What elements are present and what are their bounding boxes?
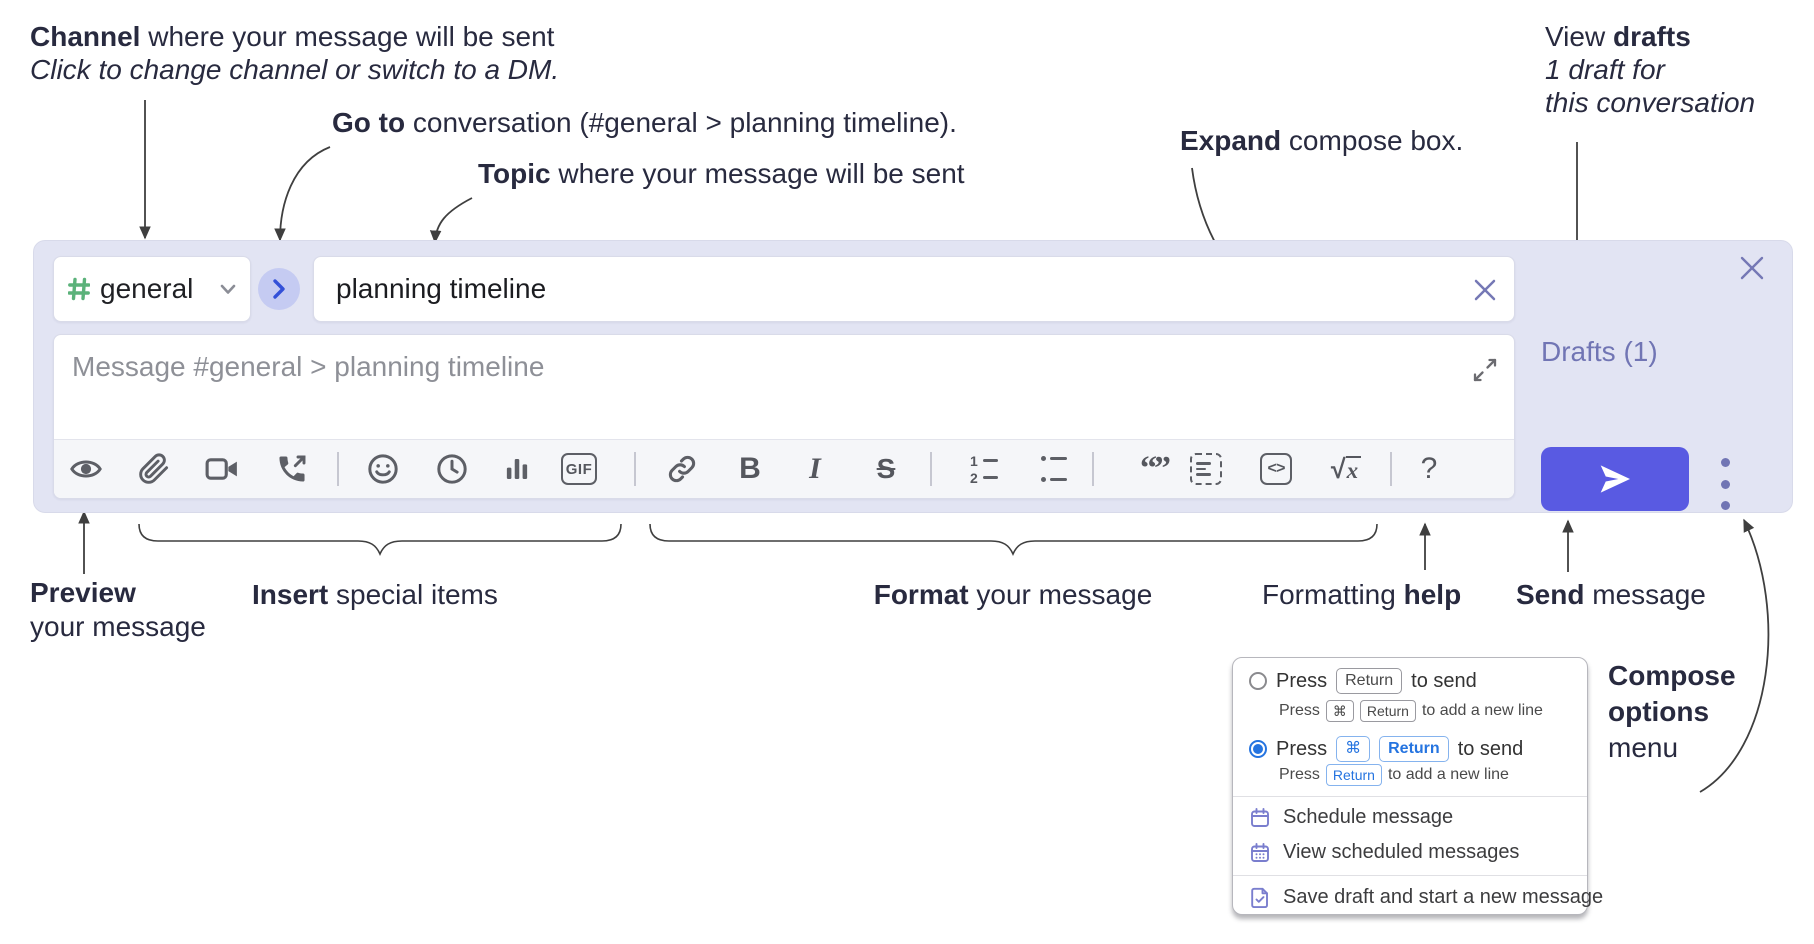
radio-selected-icon[interactable] <box>1249 740 1267 758</box>
radio-return-to-send-subtext: Press ⌘ Return to add a new line <box>1279 700 1543 722</box>
topic-annotation: Topic where your message will be sent <box>478 158 965 189</box>
toolbar-divider <box>634 452 636 486</box>
toolbar-divider <box>337 452 339 486</box>
link-icon[interactable] <box>664 451 700 487</box>
toolbar-divider <box>1390 452 1392 486</box>
channel-annotation: Channel where your message will be sent … <box>30 21 560 85</box>
menu-item-view-scheduled[interactable]: View scheduled messages <box>1249 841 1519 864</box>
attach-file-icon[interactable] <box>136 451 172 487</box>
preview-label: Preview your message <box>30 577 206 642</box>
goto-annotation: Go to conversation (#general > planning … <box>332 107 957 138</box>
toolbar-divider <box>1092 452 1094 486</box>
calendar-icon <box>1251 807 1269 827</box>
emoji-icon[interactable] <box>365 451 401 487</box>
message-input[interactable]: Message #general > planning timeline <box>72 351 545 382</box>
expand-annotation: Expand compose box. <box>1180 125 1464 156</box>
radio-unselected-icon[interactable] <box>1249 672 1267 690</box>
compose-box: general planning timeline <box>33 240 1793 513</box>
close-compose-icon[interactable] <box>1738 254 1766 282</box>
formatting-help-icon[interactable]: ? <box>1420 452 1438 485</box>
format-label: Format your message <box>873 579 1153 610</box>
clear-topic-icon[interactable] <box>1472 277 1498 303</box>
toolbar-divider <box>930 452 932 486</box>
formatting-help-label: Formatting help <box>1262 579 1462 610</box>
hash-icon <box>68 277 90 301</box>
code-icon[interactable]: <> <box>1258 451 1294 487</box>
topic-input[interactable]: planning timeline <box>313 256 1515 322</box>
italic-icon[interactable]: I <box>809 452 821 485</box>
preview-icon[interactable] <box>68 451 104 487</box>
math-icon[interactable]: √x <box>1328 451 1364 487</box>
radio-return-to-send[interactable]: Press Return to send <box>1249 668 1477 694</box>
video-call-icon[interactable] <box>204 451 240 487</box>
send-label: Send message <box>1516 579 1706 610</box>
bulleted-list-icon[interactable] <box>1036 451 1072 487</box>
compose-options-menu-icon[interactable] <box>1711 458 1739 510</box>
poll-icon[interactable] <box>499 451 535 487</box>
go-to-conversation-button[interactable] <box>258 268 300 310</box>
chevron-down-icon <box>220 284 236 294</box>
message-area: Message #general > planning timeline <box>53 334 1515 499</box>
compose-options-label: Compose options menu <box>1608 660 1736 763</box>
view-drafts-annotation: View drafts 1 draft for this conversatio… <box>1545 21 1756 118</box>
chevron-right-icon <box>273 279 285 299</box>
radio-cmd-return-subtext: Press Return to add a new line <box>1279 764 1509 786</box>
compose-toolbar: GIF B I S 1 2 <box>54 439 1514 498</box>
send-plane-icon <box>1600 465 1630 493</box>
time-icon[interactable] <box>434 451 470 487</box>
expand-compose-icon[interactable] <box>1472 357 1498 383</box>
menu-divider <box>1233 875 1587 876</box>
quote-icon[interactable]: “” <box>1140 450 1171 487</box>
menu-divider <box>1233 796 1587 797</box>
menu-item-save-draft[interactable]: Save draft and start a new message <box>1249 886 1603 909</box>
spoiler-icon[interactable] <box>1188 451 1224 487</box>
drafts-link[interactable]: Drafts (1) <box>1541 336 1658 367</box>
channel-name: general <box>100 273 194 304</box>
radio-cmd-return-to-send[interactable]: Press ⌘ Return to send <box>1249 736 1523 762</box>
strikethrough-icon[interactable]: S <box>876 453 896 484</box>
compose-options-menu: Press Return to send Press ⌘ Return to a… <box>1232 657 1603 915</box>
voice-call-icon[interactable] <box>274 451 310 487</box>
topic-value: planning timeline <box>336 273 547 304</box>
menu-item-schedule-message[interactable]: Schedule message <box>1249 806 1453 829</box>
bold-icon[interactable]: B <box>739 452 761 485</box>
insert-label: Insert special items <box>252 579 498 610</box>
channel-selector[interactable]: general <box>53 256 251 322</box>
calendar-grid-icon <box>1251 842 1269 862</box>
gif-icon[interactable]: GIF <box>561 451 597 487</box>
numbered-list-icon[interactable]: 1 2 <box>966 451 1002 487</box>
send-button[interactable] <box>1541 447 1689 511</box>
draft-document-icon <box>1251 887 1268 908</box>
